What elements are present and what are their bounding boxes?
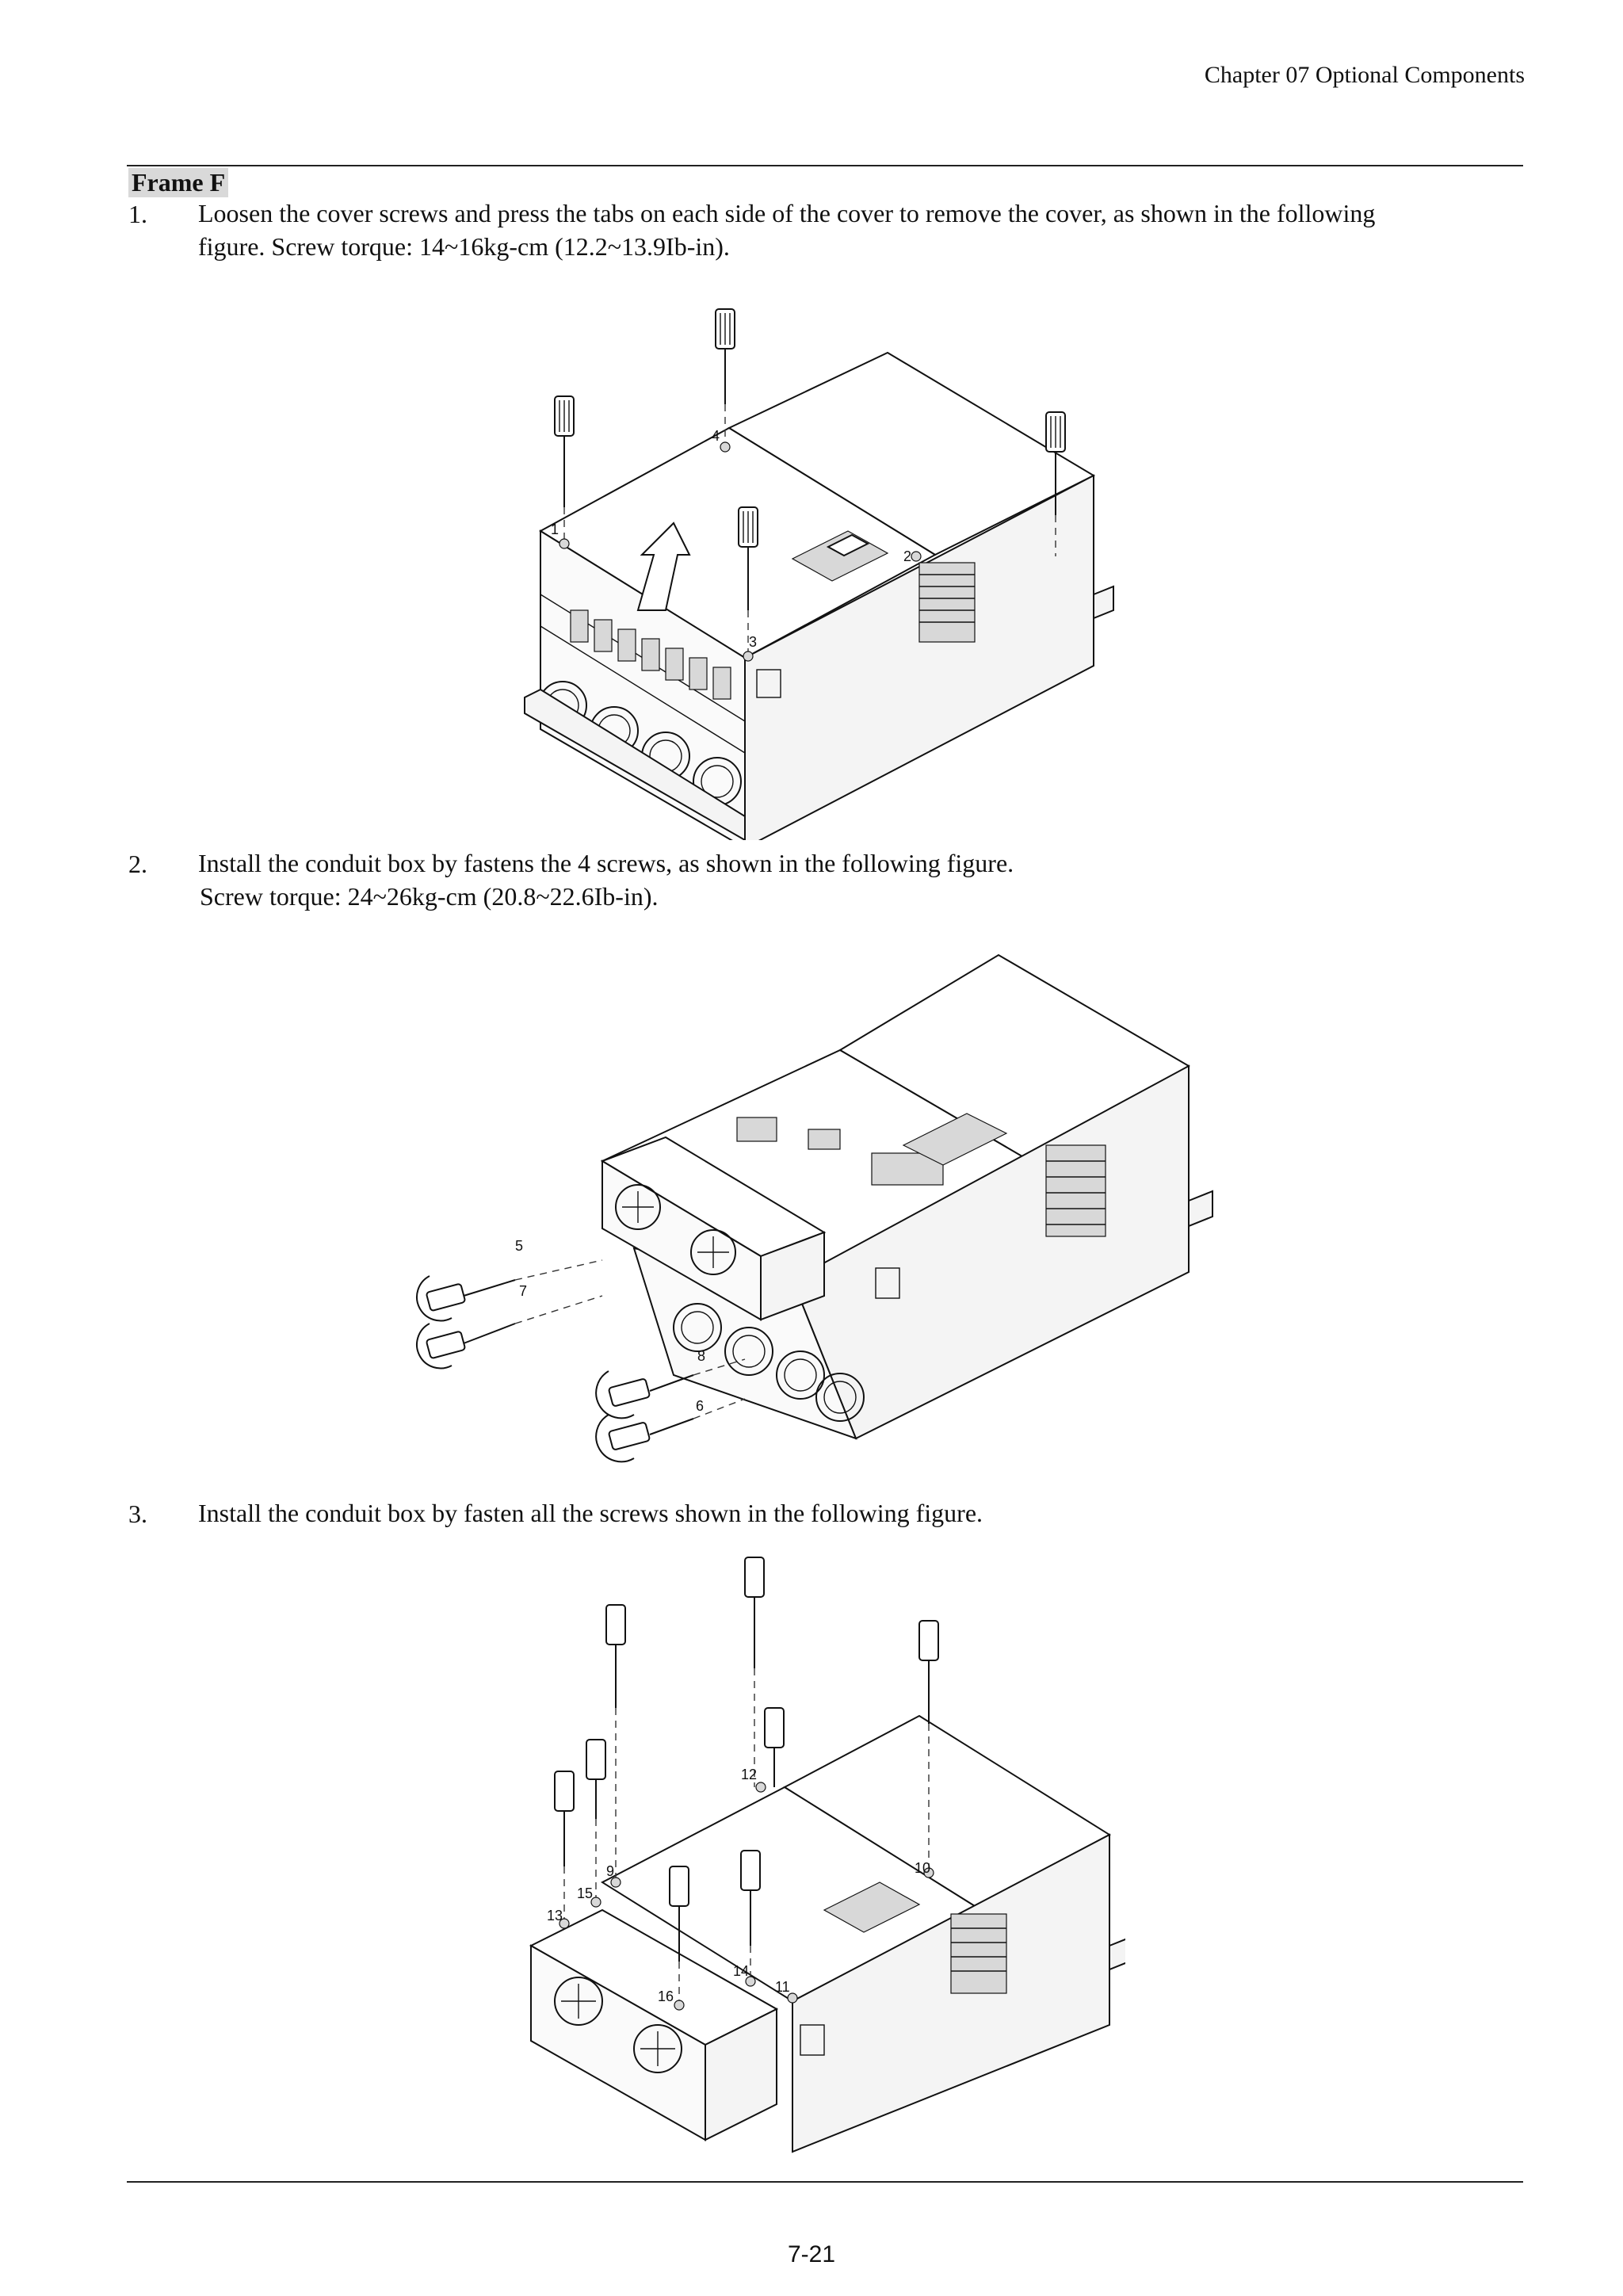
- callout-6: 6: [696, 1398, 704, 1414]
- callout-5: 5: [515, 1238, 523, 1254]
- screwdriver-13: [554, 1771, 575, 1866]
- screwdriver-5: [416, 1275, 516, 1322]
- callout-8: 8: [697, 1348, 705, 1364]
- step-1-text-line1: Loosen the cover screws and press the ta…: [198, 199, 1376, 227]
- screwdriver-14: [740, 1850, 761, 1946]
- screwdriver-16: [669, 1866, 689, 1962]
- step-3-text-line1: Install the conduit box by fasten all th…: [198, 1499, 983, 1527]
- step-3-number: 3.: [128, 1499, 147, 1528]
- screwdriver-6: [595, 1414, 694, 1463]
- section-title: Frame F: [128, 168, 229, 197]
- screwdriver-15: [586, 1739, 606, 1819]
- screwdriver-12: [764, 1707, 785, 1787]
- step-1-text-line2: figure. Screw torque: 14~16kg-cm (12.2~1…: [198, 232, 730, 261]
- footer-rule: [127, 2181, 1523, 2183]
- keypad: [791, 530, 889, 582]
- step-1-number: 1.: [128, 200, 147, 228]
- callout-16: 16: [658, 1988, 674, 2004]
- screwdriver-1: [554, 395, 575, 507]
- terminal-block: [540, 594, 746, 754]
- step-2-number: 2.: [128, 850, 147, 878]
- screwdriver-9: [605, 1604, 626, 1708]
- callout-2: 2: [903, 548, 911, 564]
- chapter-header: Chapter 07 Optional Components: [1204, 62, 1525, 88]
- figure-1-remove-cover: 1 2 3 4: [524, 308, 1114, 840]
- side-vent: [950, 1913, 1007, 1994]
- screwdriver-7: [416, 1323, 516, 1370]
- screwdriver-3: [738, 506, 758, 610]
- figure-3-drive-unit: [600, 1714, 1125, 2153]
- page-number: 7-21: [787, 2241, 836, 2267]
- figure-1-drive-unit: [524, 351, 1114, 840]
- step-2-text-line2: Screw torque: 24~26kg-cm (20.8~22.6Ib-in…: [200, 882, 659, 911]
- screwdriver-4: [715, 308, 735, 404]
- cooling-fans: [673, 1303, 865, 1422]
- screw-hole-1: [559, 538, 570, 549]
- keypad: [823, 1881, 921, 1933]
- side-vent: [918, 562, 976, 643]
- side-vent: [1045, 1144, 1106, 1237]
- screwdriver-12-top: [744, 1557, 765, 1668]
- callout-3: 3: [749, 634, 757, 650]
- callout-15: 15: [577, 1885, 593, 1901]
- removal-arrow: [636, 521, 691, 611]
- callout-13: 13: [547, 1908, 563, 1924]
- screw-hole-2: [911, 551, 922, 562]
- callout-12: 12: [741, 1767, 757, 1782]
- screw-hole-4: [720, 441, 731, 453]
- callout-11: 11: [775, 1979, 790, 1995]
- callout-4: 4: [712, 428, 720, 444]
- figure-3-fasten-all-screws: 9 10 11 12 13 14 15 16: [529, 1557, 1125, 2153]
- screwdriver-10: [918, 1620, 939, 1724]
- callout-14: 14: [733, 1963, 749, 1979]
- callout-10: 10: [915, 1860, 930, 1876]
- conduit-box: [600, 1136, 827, 1321]
- callout-7: 7: [519, 1283, 527, 1299]
- figure-2-install-conduit-box-front: 5 6 7 8: [416, 953, 1213, 1463]
- callout-9: 9: [606, 1863, 614, 1879]
- screwdriver-2: [1045, 411, 1066, 515]
- conduit-box: [529, 1908, 779, 2141]
- screw-hole-3: [743, 651, 754, 662]
- callout-1: 1: [551, 521, 559, 537]
- header-rule: [127, 165, 1523, 166]
- step-2-text-line1: Install the conduit box by fastens the 4…: [198, 849, 1014, 877]
- screwdriver-8: [595, 1370, 694, 1419]
